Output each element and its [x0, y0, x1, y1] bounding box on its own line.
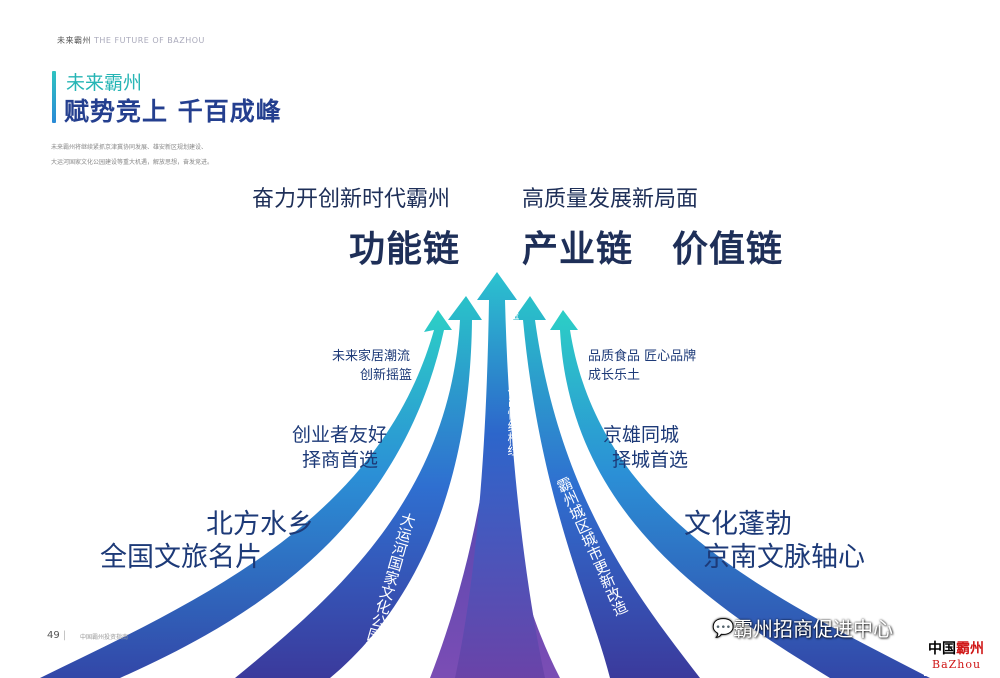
logo-cn-1: 中国	[928, 641, 956, 657]
logo-cn-2: 霸州	[956, 641, 984, 657]
label-culture-2: 京南文脉轴心	[703, 542, 865, 573]
arrow-text-center: 益津城区高铁及R1快线枢纽	[506, 308, 520, 456]
label-tourism-card: 全国文旅名片	[100, 542, 262, 573]
label-entrepreneur-1: 创业者友好	[292, 424, 388, 446]
title-accent-bar	[52, 71, 56, 123]
logo-en: BaZhou	[932, 658, 982, 671]
section-title: 赋势竞上 千百成峰	[64, 97, 282, 126]
chain-function: 功能链	[349, 229, 461, 270]
label-food-2: 成长乐土	[588, 368, 641, 383]
intro-line-2: 大运河国家文化公园建设等重大机遇，解放思想，奋发竞进。	[51, 159, 214, 166]
watermark-text: 霸州招商促进中心	[733, 617, 893, 641]
page-number: 49|	[47, 630, 67, 641]
arrow-mid-right	[513, 296, 700, 678]
intro-line-1: 未来霸州将继续紧抓京津冀协同发展、雄安新区规划建设、	[51, 144, 208, 151]
arrow-far-right	[550, 310, 930, 678]
label-jingxiong-1: 京雄同城	[603, 424, 680, 446]
section-subtitle: 未来霸州	[66, 72, 143, 94]
label-furniture-2: 创新摇篮	[360, 368, 413, 383]
label-water-town: 北方水乡	[206, 509, 314, 540]
wechat-icon: 💬	[712, 618, 735, 639]
arrow-center	[455, 272, 545, 678]
label-food-1: 品质食品 匠心品牌	[588, 349, 697, 364]
label-furniture-1: 未来家居潮流	[332, 349, 411, 364]
headline-1: 奋力开创新时代霸州	[252, 187, 451, 212]
arrow-far-left	[40, 310, 452, 678]
chain-value: 价值链	[672, 229, 784, 270]
bazhou-logo: 中国霸州 BaZhou	[924, 636, 996, 676]
chain-industry: 产业链	[522, 229, 634, 270]
label-jingxiong-2: 择城首选	[612, 449, 689, 471]
arrow-mid-left	[235, 296, 482, 678]
label-culture-1: 文化蓬勃	[684, 509, 792, 540]
label-entrepreneur-2: 择商首选	[302, 449, 379, 471]
footer-text: 中国霸州投资指南	[80, 634, 129, 641]
headline-2: 高质量发展新局面	[522, 187, 699, 212]
